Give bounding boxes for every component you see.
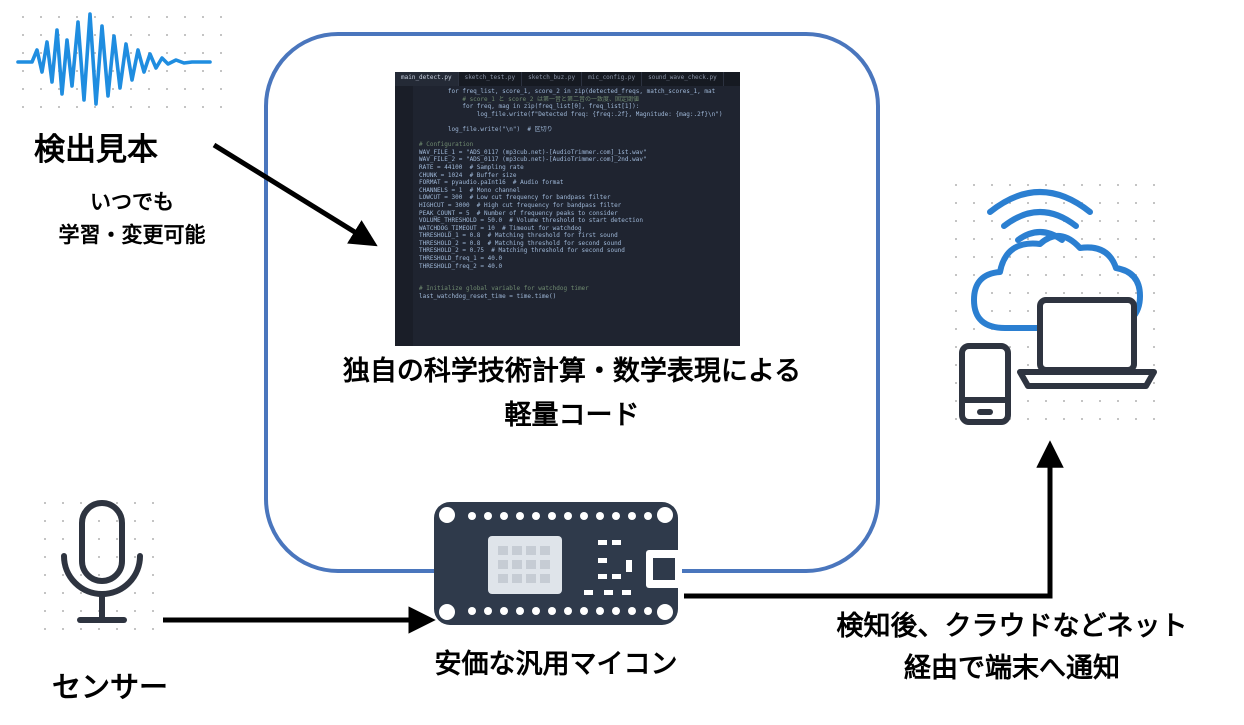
code-line: PEAK_COUNT = 5 # Number of frequency pea… bbox=[419, 209, 618, 217]
notification-label-line2: 経由で端末へ通知 bbox=[904, 653, 1120, 684]
laptop-icon bbox=[1017, 297, 1157, 389]
code-caption: 独自の科学技術計算・数学表現による 軽量コード bbox=[264, 350, 880, 438]
notification-label-line1: 検知後、クラウドなどネット bbox=[836, 611, 1188, 642]
code-line: RATE = 44100 # Sampling rate bbox=[419, 163, 524, 171]
wifi-icon bbox=[987, 189, 1093, 243]
microcontroller-board-icon bbox=[434, 502, 682, 625]
editor-gutter bbox=[395, 86, 413, 346]
microphone-icon bbox=[61, 500, 143, 623]
editor-tab[interactable]: main_detect.py bbox=[395, 72, 459, 86]
code-line: THRESHOLD_freq_2 = 40.0 bbox=[419, 262, 503, 270]
sound-wave-icon bbox=[16, 12, 212, 106]
sensor-label: センサー bbox=[51, 670, 168, 704]
code-line: WATCHDOG_TIMEOUT = 10 # Timeout for watc… bbox=[419, 224, 582, 232]
code-line: THRESHOLD_2 = 0.75 # Matching threshold … bbox=[419, 247, 625, 255]
code-line: log_file.write(f"Detected freq: {freq:.2… bbox=[419, 110, 723, 118]
learnable-note: いつでも 学習・変更可能 bbox=[38, 186, 226, 252]
code-line: # Configuration bbox=[419, 141, 474, 149]
code-line: FORMAT = pyaudio.paInt16 # Audio format bbox=[419, 179, 564, 187]
code-line: # score_1 と score_2 は第一音と第二音の一致度、固定閾値 bbox=[419, 95, 639, 103]
sample-label: 検出見本 bbox=[34, 132, 158, 168]
code-caption-line2: 軽量コード bbox=[504, 400, 640, 431]
notification-label: 検知後、クラウドなどネット 経由で端末へ通知 bbox=[790, 606, 1234, 690]
code-editor-screenshot: main_detect.py sketch_test.py sketch_buz… bbox=[395, 72, 740, 346]
code-line: LOWCUT = 300 # Low cut frequency for ban… bbox=[419, 194, 611, 202]
code-line: HIGHCUT = 3000 # High cut frequency for … bbox=[419, 201, 622, 209]
code-line: for freq_list, score_1, score_2 in zip(d… bbox=[419, 88, 716, 95]
editor-tab[interactable]: mic_config.py bbox=[582, 72, 643, 86]
learnable-note-line2: 学習・変更可能 bbox=[58, 223, 206, 247]
code-line: CHUNK = 1024 # Buffer size bbox=[419, 171, 517, 179]
arrow-sample-to-code bbox=[212, 142, 378, 247]
code-line: WAV_FILE_2 = "ADS_0117 (mp3cub.net)-[Aud… bbox=[419, 156, 647, 164]
code-line: THRESHOLD_1 = 0.8 # Matching threshold f… bbox=[419, 232, 618, 240]
cloud-icon bbox=[971, 233, 1143, 331]
editor-tab[interactable]: sound_wave_check.py bbox=[642, 72, 724, 86]
editor-tabs: main_detect.py sketch_test.py sketch_buz… bbox=[395, 72, 740, 86]
learnable-note-line1: いつでも bbox=[90, 190, 174, 214]
code-line: THRESHOLD_freq_1 = 40.0 bbox=[419, 255, 503, 263]
code-line: THRESHOLD_2 = 0.8 # Matching threshold f… bbox=[419, 239, 622, 247]
code-line: CHANNELS = 1 # Mono channel bbox=[419, 186, 521, 194]
mcu-label: 安価な汎用マイコン bbox=[434, 649, 678, 680]
arrow-mcu-to-devices bbox=[684, 440, 1064, 599]
code-line: for freq, mag in zip(freq_list[0], freq_… bbox=[419, 103, 640, 111]
code-line: # Initialize global variable for watchdo… bbox=[419, 285, 589, 293]
editor-tab[interactable]: sketch_buz.py bbox=[522, 72, 583, 86]
editor-tab[interactable]: sketch_test.py bbox=[459, 72, 523, 86]
code-caption-line1: 独自の科学技術計算・数学表現による bbox=[342, 356, 802, 387]
code-line: last_watchdog_reset_time = time.time() bbox=[419, 293, 557, 301]
code-block: for freq_list, score_1, score_2 in zip(d… bbox=[419, 88, 736, 301]
code-line: log_file.write("\n") # 区切り bbox=[419, 125, 553, 133]
smartphone-icon bbox=[959, 343, 1011, 425]
code-line: WAV_FILE_1 = "ADS_0117 (mp3cub.net)-[Aud… bbox=[419, 148, 647, 156]
code-line: VOLUME_THRESHOLD = 50.0 # Volume thresho… bbox=[419, 217, 643, 225]
